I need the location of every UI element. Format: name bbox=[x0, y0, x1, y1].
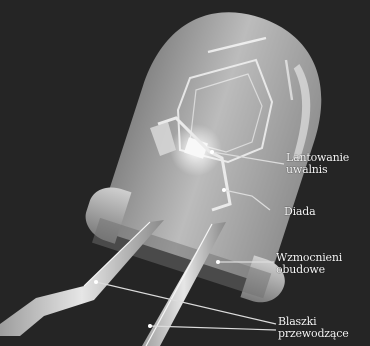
label-plastic-housing: Wzmocnieni obudowe bbox=[276, 252, 342, 276]
label-lens-envelope-line2: uwalnis bbox=[286, 164, 349, 176]
label-diode: Diada bbox=[284, 206, 316, 218]
label-leads: Blaszki przewodzące bbox=[278, 316, 349, 340]
label-lens-envelope: Lantowanie uwalnis bbox=[286, 152, 349, 176]
label-leads-line2: przewodzące bbox=[278, 328, 349, 340]
label-plastic-housing-line2: obudowe bbox=[276, 264, 342, 276]
label-diode-text: Diada bbox=[284, 206, 316, 218]
